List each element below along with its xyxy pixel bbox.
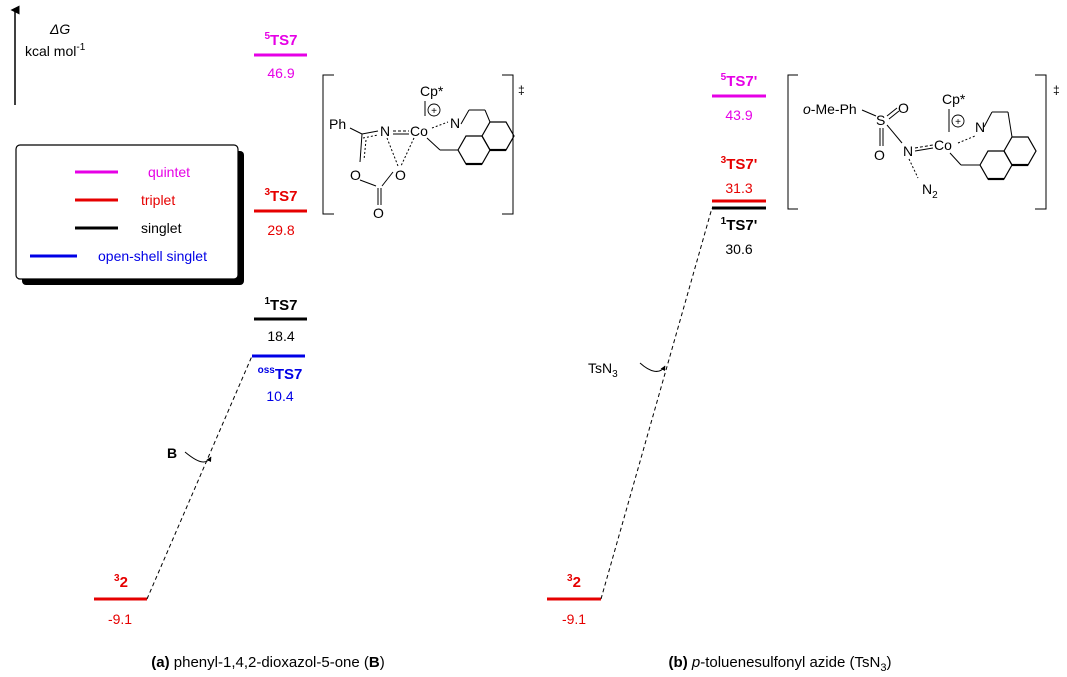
level-a-reactant: 32 -9.1 (94, 573, 147, 627)
energy-axis: ΔG kcal mol-1 (10, 5, 86, 105)
level-label: 1TS7 (264, 296, 297, 314)
ph-label: Ph (329, 116, 346, 132)
axis-unit: kcal mol-1 (25, 42, 86, 59)
level-b-1ts7p: 1TS7' 30.6 (712, 206, 766, 257)
level-value: 30.6 (725, 241, 752, 257)
n-quinoline: N (975, 119, 985, 135)
charge-plus: + (955, 117, 961, 128)
o-ring-1: O (350, 167, 361, 183)
level-value: 18.4 (267, 328, 294, 344)
level-label: 5TS7' (721, 72, 758, 90)
n-amide: N (380, 123, 390, 139)
legend-label-quintet: quintet (148, 164, 190, 180)
level-value: 43.9 (725, 107, 752, 123)
level-label: 32 (114, 573, 128, 591)
reagent-label: TsN3 (588, 360, 618, 380)
panel-a: 5TS7 46.9 3TS7 29.8 1TS7 18.4 ossTS7 10.… (94, 31, 525, 671)
level-a-1ts7: 1TS7 18.4 (254, 296, 307, 344)
caption-b: (b) p-toluenesulfonyl azide (TsN3) (669, 654, 892, 674)
level-value: -9.1 (562, 611, 586, 627)
o-ring-2: O (395, 167, 406, 183)
structure-b: ‡ o-Me-Ph S O O N Co N2 Cp* + N (787, 74, 1060, 210)
dagger: ‡ (1053, 83, 1060, 97)
level-label: ossTS7 (258, 365, 303, 383)
dagger: ‡ (518, 83, 525, 97)
level-b-reactant: 32 -9.1 (547, 573, 601, 627)
level-b-3ts7p: 3TS7' 31.3 (712, 155, 766, 203)
n-sulfonamide: N (903, 143, 913, 159)
caption-a: (a) phenyl-1,4,2-dioxazol-5-one (B) (151, 654, 384, 671)
level-label: 1TS7' (721, 216, 758, 234)
o-me-ph-label: o-Me-Ph (803, 101, 857, 117)
level-label: 3TS7' (721, 155, 758, 173)
legend-label-singlet: singlet (141, 220, 182, 236)
level-label: 5TS7 (264, 31, 297, 49)
level-label: 3TS7 (264, 187, 297, 205)
o-sulfonyl-1: O (898, 100, 909, 116)
structure-a: ‡ Cp* + Ph N Co N O O O (322, 74, 525, 221)
level-value: 46.9 (267, 65, 294, 81)
legend: quintet triplet singlet open-shell singl… (15, 144, 244, 285)
n-quinoline: N (450, 115, 460, 131)
level-value: -9.1 (108, 611, 132, 627)
level-value: 31.3 (725, 180, 752, 196)
cp-label: Cp* (420, 83, 444, 99)
o-sulfonyl-2: O (874, 147, 885, 163)
reagent-label: B (167, 445, 177, 461)
level-value: 29.8 (267, 222, 294, 238)
pathway-connector (146, 355, 253, 600)
axis-symbol: ΔG (49, 21, 70, 37)
level-a-5ts7: 5TS7 46.9 (254, 31, 307, 81)
co-label: Co (934, 137, 952, 153)
o-carbonyl: O (373, 205, 384, 221)
level-label: 32 (567, 573, 581, 591)
level-value: 10.4 (266, 388, 293, 404)
pathway-connector (600, 207, 713, 600)
reagent-arrow-a: B (167, 445, 212, 463)
charge-plus: + (431, 106, 437, 117)
legend-label-triplet: triplet (141, 192, 175, 208)
reagent-arrow-b: TsN3 (588, 360, 666, 380)
panel-b: 5TS7' 43.9 3TS7' 31.3 1TS7' 30.6 32 -9.1… (547, 72, 1060, 674)
level-b-5ts7p: 5TS7' 43.9 (712, 72, 766, 123)
n2-label: N2 (922, 181, 938, 201)
level-a-oss-ts7: ossTS7 10.4 (252, 354, 305, 404)
cp-label: Cp* (942, 91, 966, 107)
level-a-3ts7: 3TS7 29.8 (254, 187, 307, 238)
s-label: S (876, 112, 885, 128)
legend-label-open-shell: open-shell singlet (98, 248, 207, 264)
co-label: Co (410, 123, 428, 139)
